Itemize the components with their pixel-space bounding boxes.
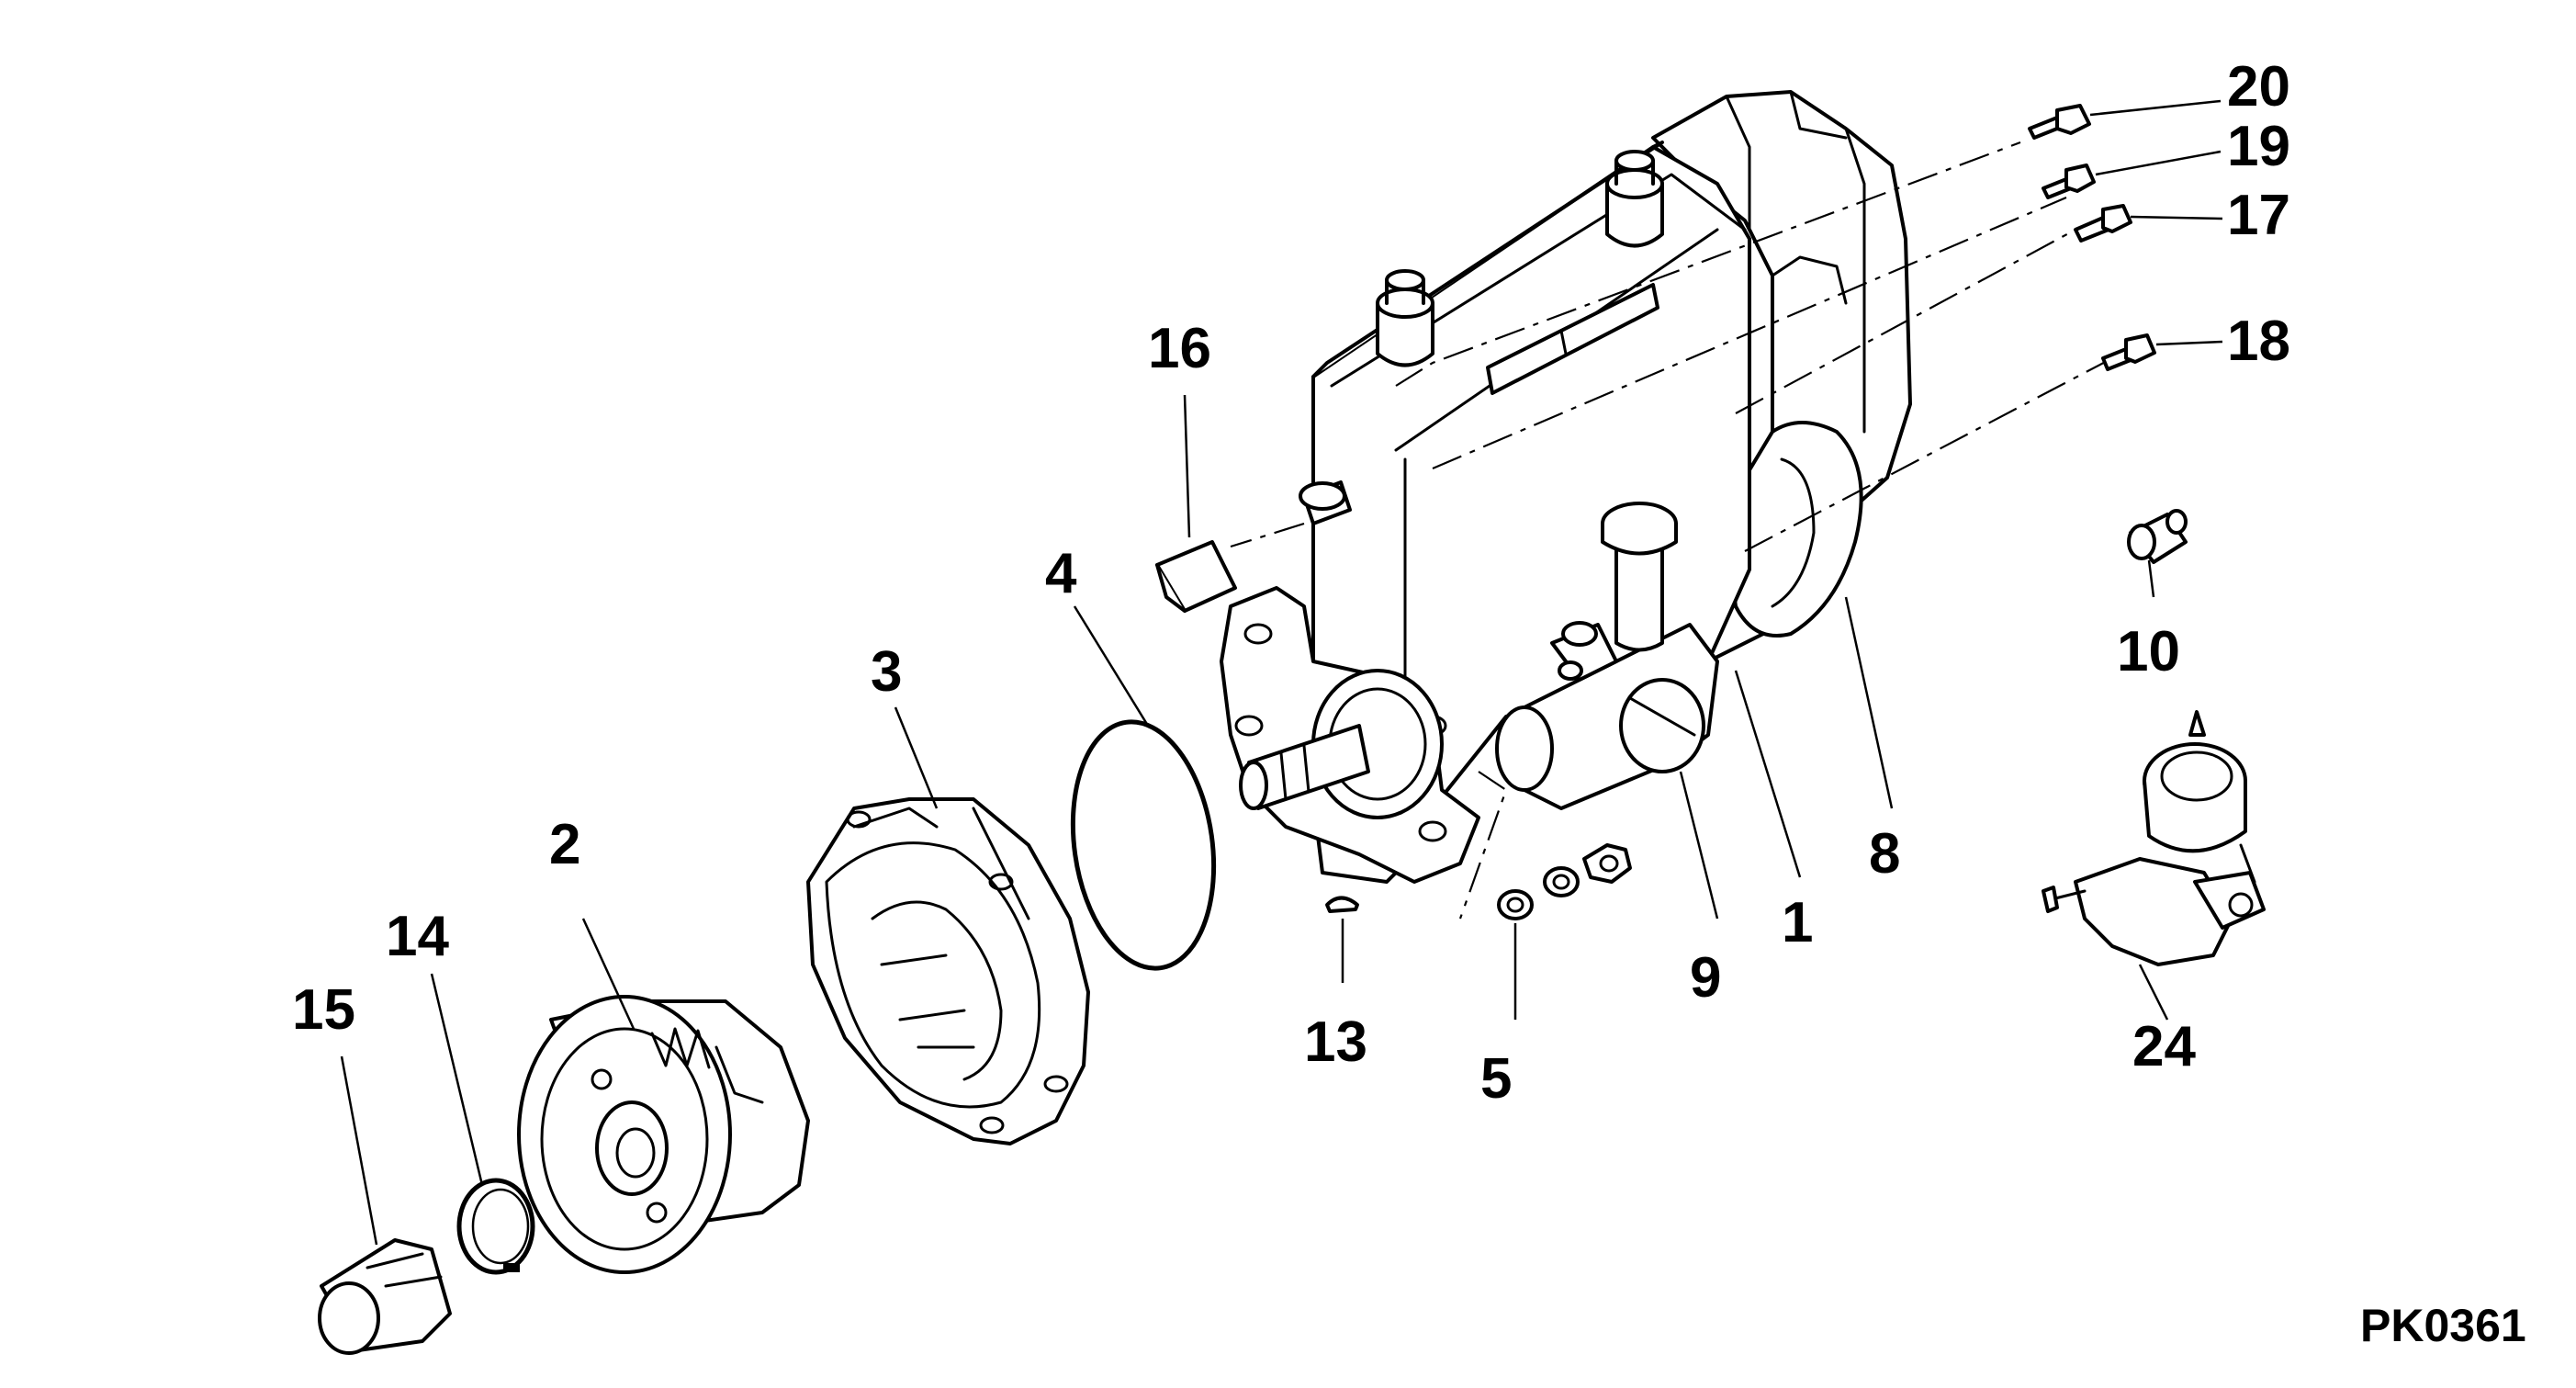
feed-pump	[1495, 502, 1719, 810]
side-plug	[1299, 480, 1352, 525]
callout-19: 19	[2227, 115, 2290, 178]
timer-assembly	[517, 995, 810, 1274]
callout-10: 10	[2117, 620, 2180, 683]
o-ring	[1070, 719, 1217, 971]
woodruff-key	[1325, 896, 1359, 913]
key-part	[1155, 540, 1237, 613]
callout-9: 9	[1690, 946, 1721, 1010]
actuator-24	[2042, 710, 2266, 966]
callout-3: 3	[871, 640, 902, 704]
callout-20: 20	[2227, 55, 2290, 118]
delivery-valve-holder-left	[1376, 269, 1434, 367]
fitting-10	[2127, 509, 2188, 564]
delivery-valve-holder-right	[1605, 150, 1664, 248]
callout-17: 17	[2227, 184, 2290, 247]
callout-15: 15	[292, 978, 355, 1042]
callout-5: 5	[1480, 1047, 1512, 1111]
callout-13: 13	[1304, 1010, 1367, 1074]
bolt-20	[2028, 104, 2091, 140]
bolt-19	[2042, 164, 2096, 199]
callout-8: 8	[1869, 822, 1900, 886]
leader-lines	[340, 99, 2223, 1246]
diagram-code: PK0361	[2360, 1300, 2526, 1351]
callout-1: 1	[1782, 891, 1813, 954]
bolt-17	[2074, 204, 2132, 243]
washer-set	[1497, 843, 1632, 920]
end-cap	[318, 1238, 452, 1355]
callout-24: 24	[2132, 1015, 2196, 1078]
callout-4: 4	[1045, 542, 1077, 605]
callout-16: 16	[1148, 317, 1211, 380]
callout-2: 2	[549, 813, 580, 876]
callout-14: 14	[386, 905, 449, 968]
snap-ring	[456, 1178, 535, 1275]
bolt-18	[2101, 333, 2156, 371]
front-flange	[1220, 586, 1480, 884]
timer-housing	[806, 797, 1090, 1145]
callout-18: 18	[2227, 310, 2290, 373]
